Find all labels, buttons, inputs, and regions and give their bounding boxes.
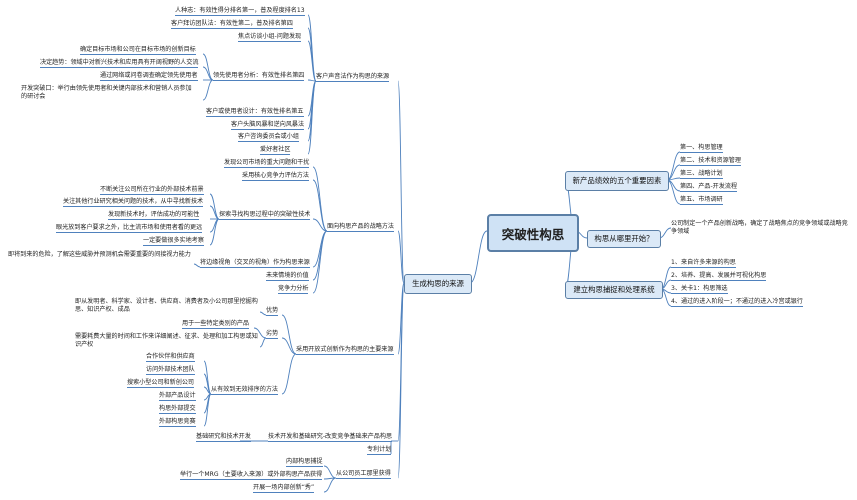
connector-line [397, 230, 405, 284]
connector-line [202, 53, 214, 81]
voc-item: 客户咨询委员会或小组 [238, 133, 299, 142]
connector-line [307, 80, 317, 155]
capture-system-item: 3、关卡1：构思筛选 [671, 285, 728, 294]
five-factors-item: 第四、产品-开发流程 [680, 183, 738, 192]
disruptive-item: 关注其他行业研究相关问题的技术，从中寻找新技术 [63, 198, 204, 207]
connector-line [209, 218, 220, 246]
connector-line [312, 230, 328, 294]
connector-line [202, 79, 214, 101]
connector-line [307, 40, 317, 82]
voc-item: 爱好者社区 [260, 146, 291, 155]
connector-line [259, 337, 267, 348]
voc-lead-user-label[interactable]: 领先使用者分析：有效性排名第四 [213, 72, 305, 81]
connector-line [307, 27, 317, 82]
connector-line [469, 230, 488, 284]
effective-item: 搜索小型公司和新创公司 [127, 379, 195, 388]
disruptive-item: 不断关注公司所在行业的外部技术前景 [100, 186, 204, 195]
strategy-item: 发现公司市场的重大问题和干扰 [224, 159, 310, 168]
effective-item: 外部产品设计 [159, 392, 196, 401]
open-cons-label[interactable]: 劣势 [266, 330, 279, 339]
five-factors-item: 第二、技术和资源管理 [680, 157, 741, 166]
voc-item: 焦点访谈小组-问题发现 [238, 33, 302, 42]
right-topic-five-factors[interactable]: 新产品绩效的五个重要因素 [565, 171, 669, 191]
where-start-item: 公司制定一个产品创新战略，确定了战略焦点的竞争领域或战略竞争领域 [671, 220, 848, 235]
connector-line [253, 327, 267, 339]
lead-user-item: 通过网络或问卷调查确定领先使用者 [100, 72, 198, 81]
connector-line [312, 218, 328, 232]
connector-line [323, 465, 337, 479]
voc-branch-label[interactable]: 客户声音法作为构思的来源 [316, 73, 390, 82]
employees-branch-label[interactable]: 从公司员工那里获得 [336, 470, 391, 479]
disruptive-item: 发现新技术时，评估成功的可能性 [108, 211, 200, 220]
capture-system-item: 2、培养、提高、发展并可视化构思 [671, 272, 767, 281]
voc-item: 客户头脑风暴和逆向风暴法 [231, 121, 305, 130]
left-main-topic[interactable]: 生成构思的来源 [404, 274, 472, 294]
connector-line [281, 353, 297, 395]
tech-item: 基础研究和技术开发 [196, 433, 251, 442]
lead-user-item: 确定目标市场和公司在目标市场的创新目标 [80, 46, 196, 55]
connector-line [397, 282, 405, 355]
tech-branch-label[interactable]: 技术开发和基础研究-改变竞争基础来产品构思 [268, 433, 393, 442]
connector-line [259, 311, 267, 316]
effective-item: 构思外部提交 [159, 405, 196, 414]
effective-item: 外部构思竞赛 [159, 418, 196, 427]
voc-item: 客户拜访团队法：有效性第二，普及排名第四 [171, 20, 293, 29]
lead-user-item: 决定趋势：领域中对新兴技术和应用具有开阔视野的人交流 [40, 59, 199, 68]
connector-line [397, 80, 405, 284]
open-effective-label[interactable]: 从有效到无效排序的方法 [211, 386, 279, 395]
connector-line [312, 230, 328, 281]
effective-item: 合作伙伴和供应商 [146, 353, 195, 362]
connector-line [193, 263, 201, 268]
five-factors-item: 第五、市场调研 [680, 196, 723, 205]
cons-item: 需要耗费大量的时间和工作来详细阐述、征求、处理和加工构思或知识产权 [75, 333, 258, 348]
voc-item: 人种志：有效性得分排名第一，普及程度排名13 [175, 7, 305, 16]
five-factors-item: 第一、构思管理 [680, 144, 723, 153]
strategy-peripheral-label[interactable]: 将边缘视角（交叉的视角）作为构思来源 [200, 259, 310, 268]
strategy-item: 采用核心竞争力评估方法 [242, 172, 310, 181]
connector-line [397, 282, 405, 479]
strategy-item: 竞争力分析 [278, 285, 309, 294]
cons-item: 用于一些特定类别的产品 [182, 320, 250, 329]
strategy-branch-label[interactable]: 面向构思产品的战略方法 [327, 223, 395, 232]
central-topic[interactable]: 突破性构思 [487, 214, 579, 252]
open-branch-label[interactable]: 采用开放式创新作为构思的主要来源 [296, 346, 394, 355]
connector-line [281, 337, 297, 355]
voc-item: 客户或使用者设计：有效性排名第五 [206, 108, 304, 117]
connector-line [203, 393, 212, 427]
open-pros-label[interactable]: 优势 [266, 307, 279, 316]
disruptive-item: 眼光放到客户要求之外，比主流市场和使用者看的更远 [56, 224, 203, 233]
disruptive-item: 一定要做很多实地考察 [143, 237, 204, 246]
patent-branch-label[interactable]: 专利计划 [367, 446, 392, 455]
capture-system-item: 1、来自许多来源的构思 [671, 259, 736, 268]
employees-item: 开展一场内部创新“秀” [253, 484, 315, 493]
connector-line [323, 477, 337, 493]
connector-line [307, 14, 317, 82]
right-topic-where-start[interactable]: 构思从哪里开始？ [587, 230, 661, 248]
five-factors-item: 第三、战略计划 [680, 170, 723, 179]
effective-item: 访问外部技术团队 [146, 366, 195, 375]
peripheral-item: 即将到来的危险，了解这些威胁并预测机会需要重要的间接视力能力 [8, 251, 191, 258]
employees-item: 内部构思捕捉 [286, 458, 323, 467]
right-topic-capture-system[interactable]: 建立构思捕捉和处理系统 [565, 281, 663, 299]
connector-line [203, 360, 212, 395]
pros-item: 即从发明者、科学家、设计者、供应商、消费者及小公司那里挖掘构思、知识产权、成品 [75, 298, 258, 313]
connector-line [307, 79, 317, 82]
capture-system-item: 4、通过的进入阶段一；不通过的进入冷宫或银行 [671, 298, 803, 307]
strategy-disruptive-label[interactable]: 探索寻找构思过程中的突破性技术 [219, 211, 311, 220]
connector-line [281, 314, 297, 355]
connector-line [312, 179, 328, 232]
lead-user-item: 开发突破口：举行由领先使用者和关键内部技术和营销人员参加的研讨会 [21, 85, 192, 100]
employees-item: 举行一个MRG（主要收入来源）或外部构思产品获得 [180, 471, 323, 480]
connector-line [312, 166, 328, 232]
strategy-item: 未来情境的价值 [266, 272, 309, 281]
